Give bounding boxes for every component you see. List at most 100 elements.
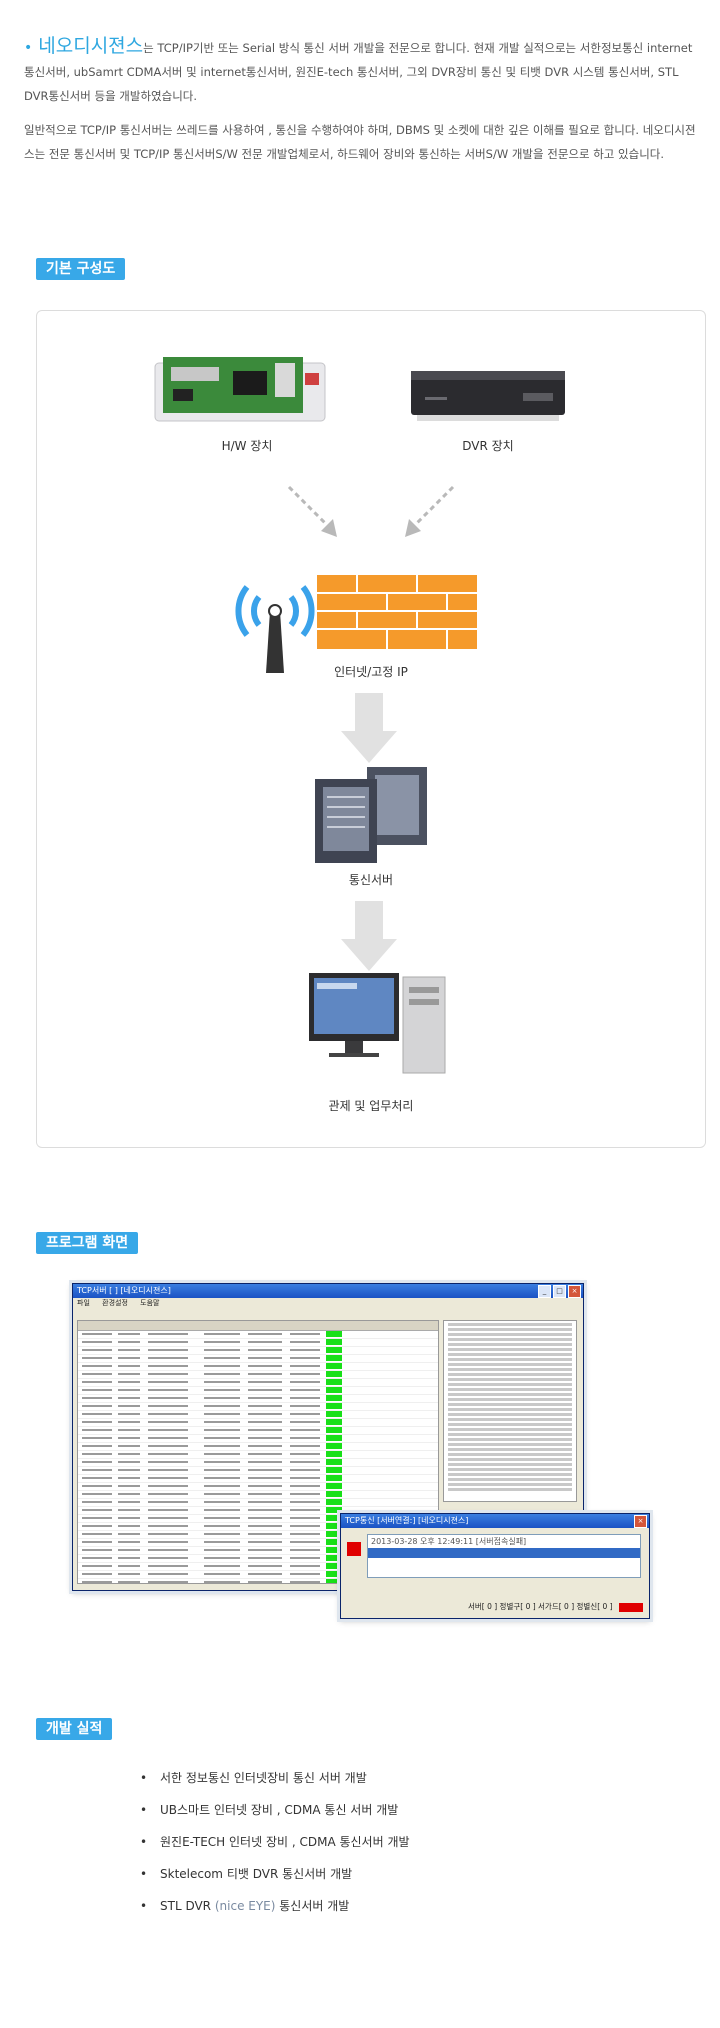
- cell-placeholder: [248, 1581, 282, 1583]
- cell-placeholder: [248, 1373, 282, 1375]
- grid-header: [78, 1321, 438, 1331]
- minimize-icon[interactable]: _: [538, 1285, 551, 1298]
- cell-placeholder: [248, 1493, 282, 1495]
- device-grid[interactable]: [77, 1320, 439, 1584]
- cell-placeholder: [82, 1469, 112, 1471]
- log-line: [448, 1418, 572, 1421]
- cell-placeholder: [248, 1501, 282, 1503]
- cell-placeholder: [118, 1557, 140, 1559]
- table-row[interactable]: [78, 1483, 438, 1491]
- table-row[interactable]: [78, 1531, 438, 1539]
- table-row[interactable]: [78, 1475, 438, 1483]
- cell-placeholder: [118, 1381, 140, 1383]
- table-row[interactable]: [78, 1571, 438, 1579]
- table-row[interactable]: [78, 1451, 438, 1459]
- connected-status-icon: [326, 1355, 342, 1361]
- cell-placeholder: [148, 1557, 188, 1559]
- caption-dvr: DVR 장치: [462, 439, 514, 453]
- cell-placeholder: [118, 1373, 140, 1375]
- cell-placeholder: [290, 1397, 320, 1399]
- table-row[interactable]: [78, 1427, 438, 1435]
- cell-placeholder: [148, 1541, 188, 1543]
- cell-placeholder: [82, 1453, 112, 1455]
- table-row[interactable]: [78, 1419, 438, 1427]
- table-row[interactable]: [78, 1387, 438, 1395]
- table-row[interactable]: [78, 1395, 438, 1403]
- table-row[interactable]: [78, 1523, 438, 1531]
- table-row[interactable]: [78, 1403, 438, 1411]
- popup-log-list[interactable]: 2013-03-28 오후 12:49:11 [서버접속실패]: [367, 1534, 641, 1578]
- menu-settings[interactable]: 환경설정: [102, 1299, 128, 1307]
- cell-placeholder: [82, 1389, 112, 1391]
- diagram-box: H/W 장치 DVR 장치 인터넷/고정 IP 통신서버 관제 및 업무처리: [36, 310, 706, 1148]
- cell-placeholder: [148, 1357, 188, 1359]
- table-row[interactable]: [78, 1355, 438, 1363]
- cell-placeholder: [248, 1533, 282, 1535]
- table-row[interactable]: [78, 1371, 438, 1379]
- cell-placeholder: [204, 1357, 240, 1359]
- cell-placeholder: [290, 1477, 320, 1479]
- cell-placeholder: [148, 1573, 188, 1575]
- popup-close-icon[interactable]: ×: [634, 1515, 647, 1528]
- table-row[interactable]: [78, 1339, 438, 1347]
- log-line: [448, 1363, 572, 1366]
- cell-placeholder: [148, 1421, 188, 1423]
- table-row[interactable]: [78, 1563, 438, 1571]
- log-line: [448, 1428, 572, 1431]
- close-icon[interactable]: ×: [568, 1285, 581, 1298]
- cell-placeholder: [148, 1445, 188, 1447]
- table-row[interactable]: [78, 1411, 438, 1419]
- cell-placeholder: [82, 1509, 112, 1511]
- table-row[interactable]: [78, 1331, 438, 1339]
- table-row[interactable]: [78, 1435, 438, 1443]
- connected-status-icon: [326, 1387, 342, 1393]
- wifi-antenna-icon: [235, 585, 315, 673]
- cell-placeholder: [204, 1445, 240, 1447]
- cell-placeholder: [118, 1525, 140, 1527]
- table-row[interactable]: [78, 1515, 438, 1523]
- table-row[interactable]: [78, 1555, 438, 1563]
- cell-placeholder: [82, 1421, 112, 1423]
- table-row[interactable]: [78, 1347, 438, 1355]
- table-row[interactable]: [78, 1499, 438, 1507]
- cell-placeholder: [82, 1461, 112, 1463]
- down-arrow-icon: [341, 693, 397, 763]
- cell-placeholder: [204, 1349, 240, 1351]
- table-row[interactable]: [78, 1363, 438, 1371]
- cell-placeholder: [118, 1413, 140, 1415]
- cell-placeholder: [118, 1549, 140, 1551]
- table-row[interactable]: [78, 1467, 438, 1475]
- log-line: [448, 1398, 572, 1401]
- results-list: 서한 정보통신 인터넷장비 통신 서버 개발 UB스마트 인터넷 장비 , CD…: [140, 1768, 700, 1928]
- popup-log-selected[interactable]: [368, 1548, 640, 1558]
- maximize-icon[interactable]: □: [553, 1285, 566, 1298]
- table-row[interactable]: [78, 1507, 438, 1515]
- connected-status-icon: [326, 1379, 342, 1385]
- cell-placeholder: [248, 1413, 282, 1415]
- table-row[interactable]: [78, 1539, 438, 1547]
- cell-placeholder: [148, 1565, 188, 1567]
- cell-placeholder: [248, 1389, 282, 1391]
- menu-file[interactable]: 파일: [77, 1299, 90, 1307]
- cell-placeholder: [148, 1413, 188, 1415]
- workstation-icon: [309, 973, 446, 1074]
- list-item-prefix: STL DVR: [160, 1899, 215, 1913]
- menu-help[interactable]: 도움말: [140, 1299, 160, 1307]
- cell-placeholder: [204, 1389, 240, 1391]
- connected-status-icon: [326, 1331, 342, 1337]
- table-row[interactable]: [78, 1379, 438, 1387]
- cell-placeholder: [290, 1429, 320, 1431]
- caption-internet: 인터넷/고정 IP: [334, 665, 408, 679]
- table-row[interactable]: [78, 1443, 438, 1451]
- connected-status-icon: [326, 1531, 342, 1537]
- table-row[interactable]: [78, 1579, 438, 1583]
- table-row[interactable]: [78, 1547, 438, 1555]
- status-indicator-icon: [347, 1542, 361, 1556]
- table-row[interactable]: [78, 1491, 438, 1499]
- connected-status-icon: [326, 1451, 342, 1457]
- cell-placeholder: [118, 1421, 140, 1423]
- list-item-muted: (nice EYE): [214, 1899, 276, 1913]
- cell-placeholder: [82, 1333, 112, 1335]
- table-row[interactable]: [78, 1459, 438, 1467]
- cell-placeholder: [118, 1365, 140, 1367]
